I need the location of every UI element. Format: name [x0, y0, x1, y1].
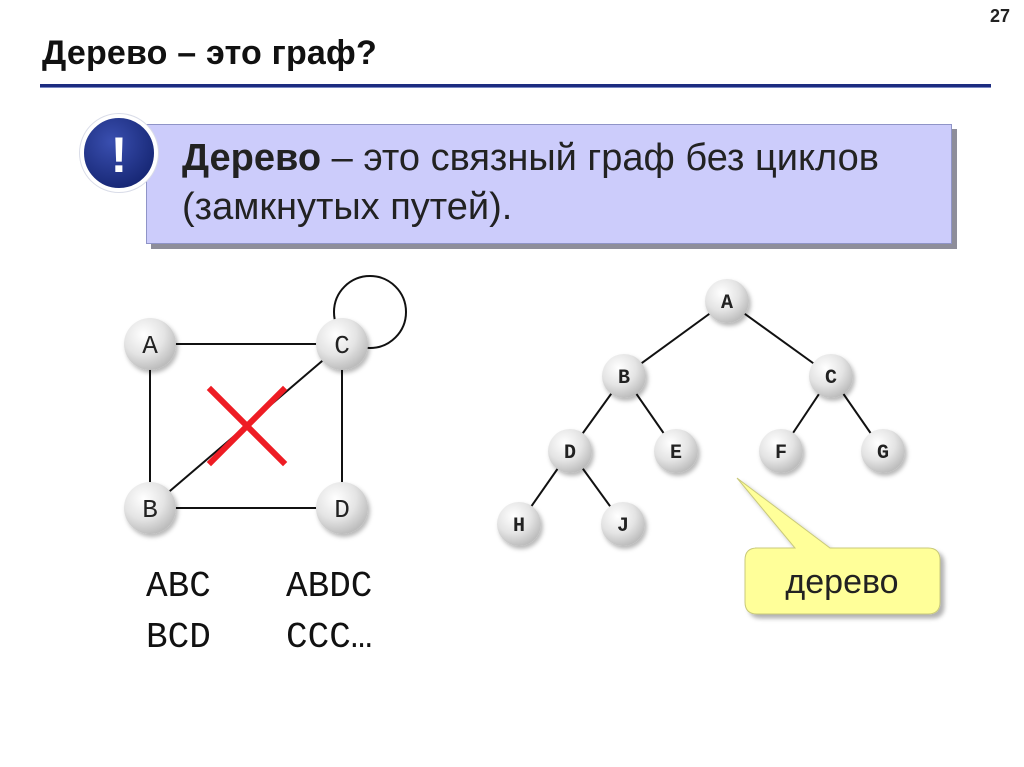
- path-item: BCD: [146, 617, 211, 658]
- left-node-label: C: [334, 331, 350, 361]
- tree-node-h: H: [497, 502, 541, 546]
- exclamation-badge-icon: !: [79, 113, 159, 193]
- slide-title: Дерево – это граф?: [42, 34, 377, 72]
- left-node-label: A: [142, 331, 158, 361]
- tree-node-label: H: [513, 515, 525, 538]
- left-node-label: B: [142, 495, 158, 525]
- tree-node-label: F: [775, 442, 787, 465]
- path-item: CCC…: [286, 617, 373, 658]
- tree-node-label: J: [617, 515, 629, 538]
- tree-callout: дерево: [736, 477, 941, 615]
- red-cross-icon: [206, 385, 288, 467]
- tree-node-e: E: [654, 429, 698, 473]
- cycle-paths: ABC ABDC BCD CCC…: [146, 566, 416, 658]
- tree-node-f: F: [759, 429, 803, 473]
- tree-node-label: C: [825, 367, 837, 390]
- tree-node-label: G: [877, 442, 889, 465]
- tree-edges: [518, 300, 884, 525]
- tree-node-j: J: [601, 502, 645, 546]
- callout-label: дерево: [785, 563, 898, 601]
- tree-node-label: E: [670, 442, 682, 465]
- tree-node-label: B: [618, 367, 630, 390]
- badge-symbol: !: [111, 127, 128, 183]
- tree-node-b: B: [602, 354, 646, 398]
- left-node-d: D: [316, 482, 368, 534]
- tree-node-label: A: [721, 292, 733, 315]
- left-node-a: A: [124, 318, 176, 370]
- definition-term: Дерево: [182, 137, 322, 179]
- definition-text: Дерево – это связный граф без циклов (за…: [182, 134, 922, 231]
- tree-node-c: C: [809, 354, 853, 398]
- tree-node-g: G: [861, 429, 905, 473]
- definition-rest: – это связный граф без циклов (замкнутых…: [182, 137, 879, 228]
- tree-node-label: D: [564, 442, 576, 465]
- left-node-c: C: [316, 318, 368, 370]
- path-item: ABDC: [286, 566, 373, 607]
- left-node-label: D: [334, 495, 350, 525]
- path-item: ABC: [146, 566, 211, 607]
- definition-box: [146, 124, 952, 244]
- title-underline: [40, 84, 991, 87]
- tree-node-a: A: [705, 279, 749, 323]
- self-loop-c: [333, 275, 407, 349]
- left-node-b: B: [124, 482, 176, 534]
- page-number: 27: [989, 6, 1010, 26]
- left-graph: [149, 275, 407, 509]
- tree-node-d: D: [548, 429, 592, 473]
